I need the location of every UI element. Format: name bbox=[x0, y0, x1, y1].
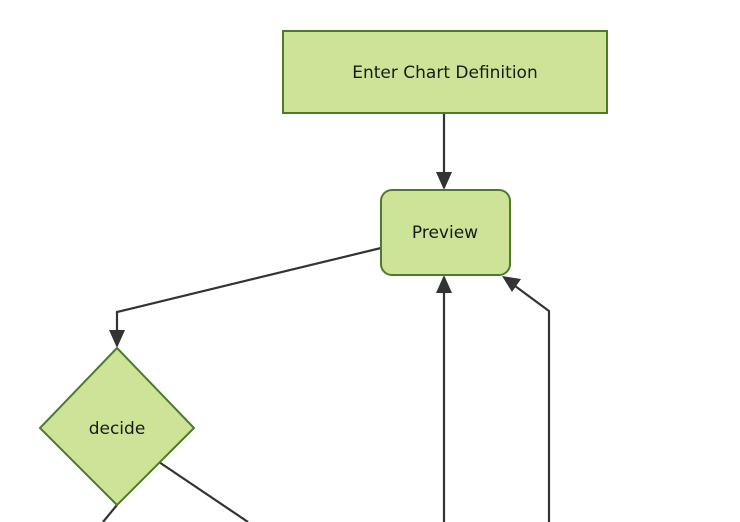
edge-decide-right-out-line bbox=[158, 461, 249, 522]
edge-preview-to-decide-arrowhead bbox=[109, 330, 125, 348]
edge-layer bbox=[102, 113, 551, 522]
edge-decide-bottom-out[interactable] bbox=[102, 504, 118, 522]
edge-into-preview-bottom-arrowhead bbox=[436, 275, 452, 293]
node-preview-shape bbox=[380, 189, 511, 276]
node-preview[interactable]: Preview bbox=[380, 189, 511, 276]
edge-decide-right-out[interactable] bbox=[158, 461, 249, 522]
edge-enter-to-preview[interactable] bbox=[436, 113, 452, 190]
edge-decide-bottom-out-line bbox=[102, 504, 118, 522]
node-layer: Enter Chart Definition Preview decide bbox=[38, 30, 608, 507]
edge-into-preview-right-arrowhead bbox=[502, 276, 521, 292]
node-decide[interactable]: decide bbox=[38, 346, 196, 507]
node-enter-chart-definition[interactable]: Enter Chart Definition bbox=[282, 30, 608, 114]
edge-preview-to-decide[interactable] bbox=[109, 246, 382, 348]
edge-enter-to-preview-arrowhead bbox=[436, 172, 452, 190]
node-decide-shape bbox=[38, 346, 196, 507]
edge-into-preview-right-line bbox=[510, 282, 551, 522]
edge-preview-to-decide-line bbox=[115, 246, 382, 336]
edge-into-preview-right[interactable] bbox=[502, 276, 551, 522]
edge-into-preview-bottom[interactable] bbox=[436, 275, 452, 522]
node-enter-chart-definition-shape bbox=[282, 30, 608, 114]
